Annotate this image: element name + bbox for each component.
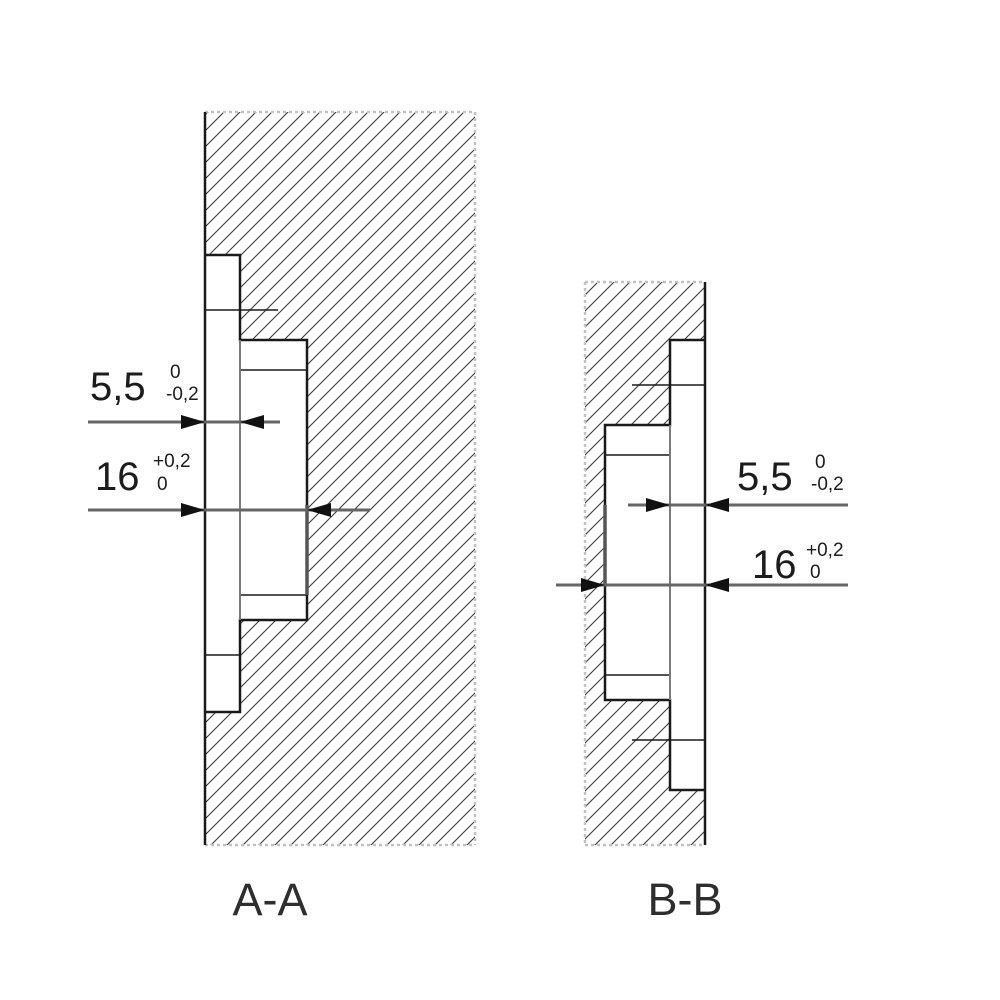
tolerance-lower: 0 <box>157 474 168 495</box>
tolerance-lower: -0,2 <box>166 384 199 405</box>
arrowhead-right-icon <box>581 578 605 592</box>
tolerance-lower: 0 <box>810 562 821 583</box>
arrowhead-left-icon <box>307 503 331 517</box>
cutout-profile-a <box>205 255 307 712</box>
dimension-value: 16 <box>95 455 140 499</box>
cutout-outline-a <box>205 253 309 714</box>
view-label-a: A-A <box>232 874 307 925</box>
arrowhead-left-icon <box>240 415 264 429</box>
arrowhead-left-icon <box>705 498 729 512</box>
arrowhead-right-icon <box>646 498 670 512</box>
dimension-value: 5,5 <box>737 455 793 499</box>
section-view-b: 5,5 0 -0,2 16 +0,2 0 B-B <box>556 280 848 925</box>
arrowhead-right-icon <box>181 503 205 517</box>
tolerance-upper: 0 <box>170 362 181 383</box>
arrowhead-left-icon <box>705 578 729 592</box>
tolerance-upper: +0,2 <box>806 540 844 561</box>
cutout-profile-b <box>605 340 705 790</box>
dimension-value: 16 <box>752 543 797 587</box>
tolerance-lower: -0,2 <box>811 474 844 495</box>
arrowhead-right-icon <box>181 415 205 429</box>
tolerance-upper: +0,2 <box>153 451 191 472</box>
section-view-a: 5,5 0 -0,2 16 +0,2 0 A-A <box>88 110 477 925</box>
view-label-b: B-B <box>647 874 722 925</box>
dimension-value: 5,5 <box>90 365 146 409</box>
tolerance-upper: 0 <box>815 452 826 473</box>
